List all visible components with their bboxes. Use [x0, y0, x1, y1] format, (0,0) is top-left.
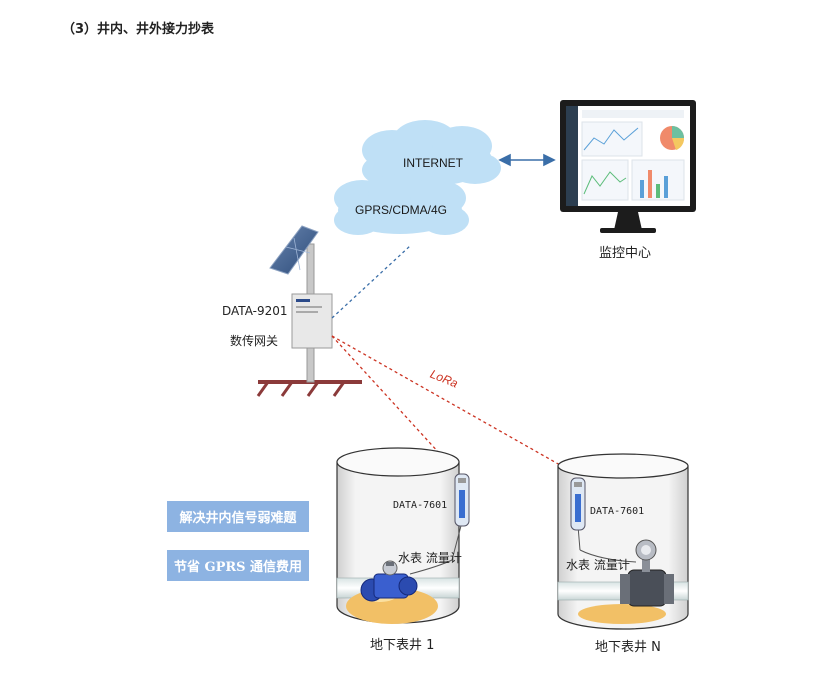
badge-cost: 节省 GPRS 通信费用 [167, 550, 309, 581]
internet-cloud [362, 120, 501, 186]
lora-link-well-n [331, 335, 577, 475]
device-label-1: DATA-7601 [393, 500, 448, 511]
meter-label-1: 水表 流量计 [398, 551, 462, 565]
internet-label: INTERNET [403, 156, 464, 170]
well-name-1: 地下表井 1 [370, 638, 435, 653]
meter-label-n: 水表 流量计 [566, 558, 630, 572]
internet-monitor-arrow [498, 153, 556, 167]
well-name-n: 地下表井 N [595, 640, 661, 655]
section-heading: （3）井内、井外接力抄表 [62, 22, 215, 37]
gprs-label: GPRS/CDMA/4G [355, 203, 447, 217]
gateway-name: 数传网关 [230, 334, 279, 348]
uplink-line [331, 245, 411, 319]
badge-signal: 解决井内信号弱难题 [167, 501, 309, 532]
water-meter-icon [360, 560, 418, 602]
gateway-box-icon [291, 293, 333, 349]
flow-meter-icon [620, 539, 674, 607]
gateway-model: DATA-9201 [222, 304, 288, 318]
monitor-icon [560, 100, 696, 233]
device-label-n: DATA-7601 [590, 506, 645, 517]
lora-link-well-1 [331, 335, 463, 479]
gprs-cloud [334, 174, 469, 235]
sensor-device-icon-n [570, 477, 637, 563]
monitor-label: 监控中心 [599, 246, 652, 261]
sensor-device-icon-1 [409, 473, 470, 575]
lora-label: LoRa [428, 367, 460, 391]
